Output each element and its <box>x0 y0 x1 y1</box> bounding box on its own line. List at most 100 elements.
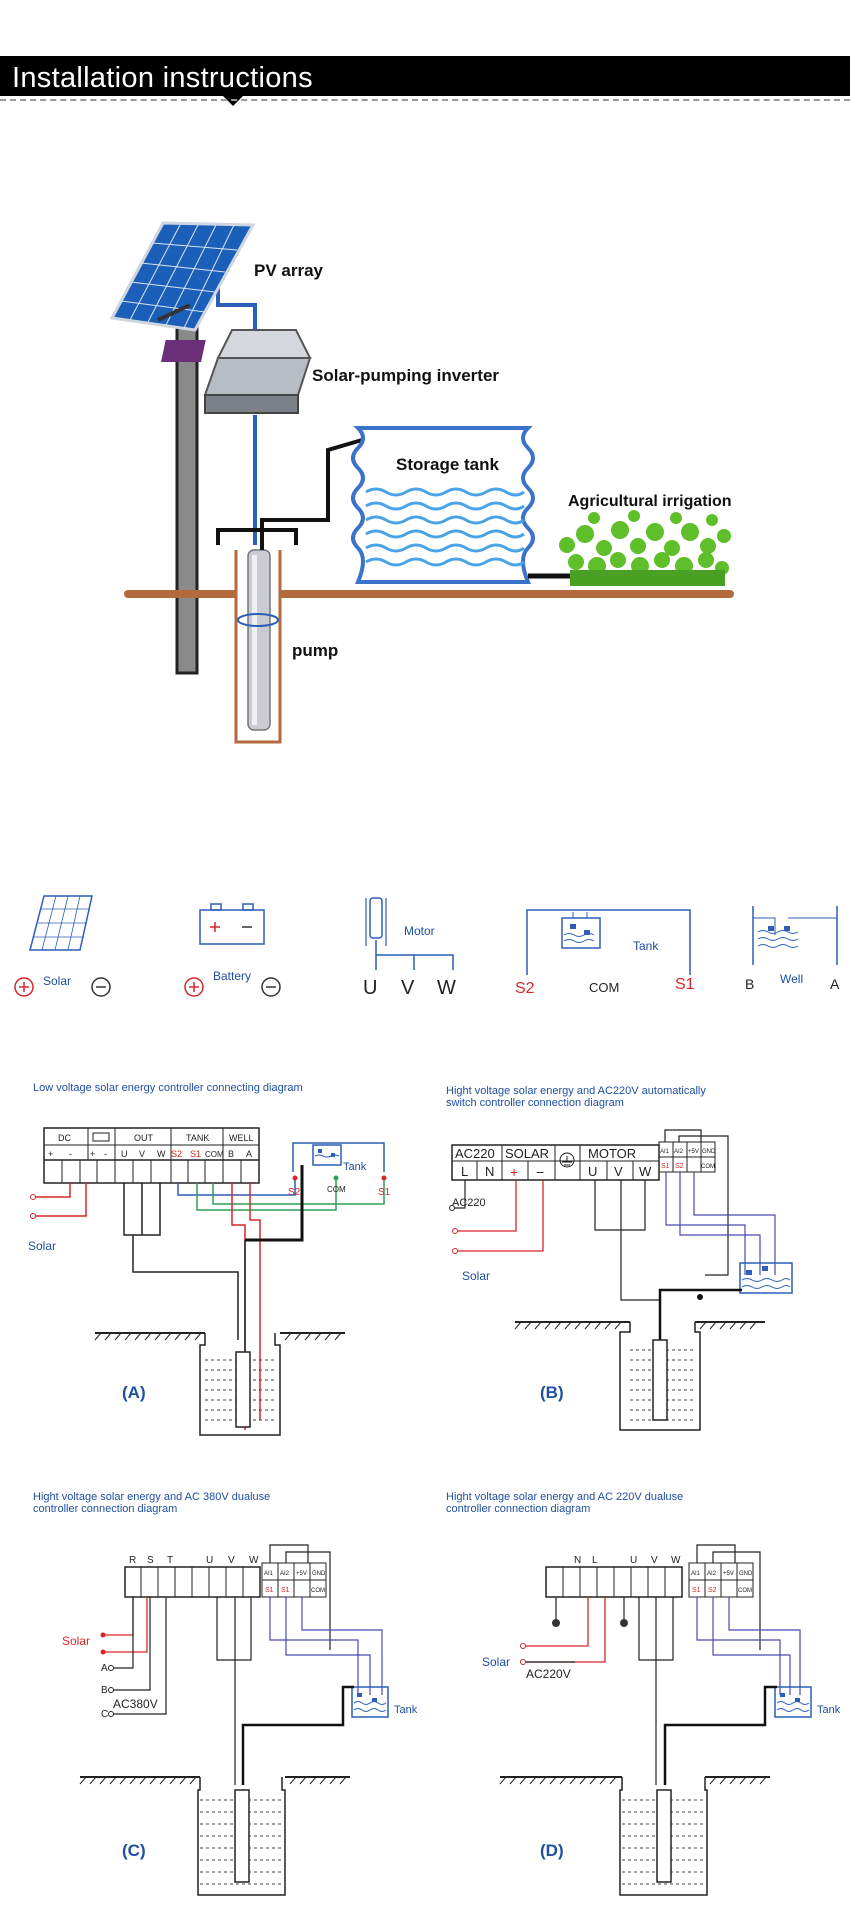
diagram-c-term-w: W <box>249 1555 259 1566</box>
page-title: Installation instructions <box>12 62 313 94</box>
diagram-b-term-plus: + <box>510 1164 518 1180</box>
diagram-c-term-s: S <box>147 1555 154 1566</box>
diagram-a-s2: S2 <box>288 1187 301 1198</box>
diagram-a-term-2: - <box>69 1149 72 1159</box>
diagram-b-group-ac220: AC220 <box>455 1146 495 1161</box>
diagram-b-term-w: W <box>639 1164 652 1179</box>
legend-well-label: Well <box>780 972 803 986</box>
diagram-b-terminal-block: AC220 SOLAR MOTOR L N + − U V W AI1 AI2 … <box>451 1141 716 1181</box>
solar-panel <box>109 221 256 332</box>
diagram-a-title: Low voltage solar energy controller conn… <box>33 1082 303 1094</box>
legend-b: B <box>745 976 754 992</box>
diagram-a-well <box>94 1332 345 1436</box>
diagram-c-tank: Tank <box>351 1686 418 1718</box>
solar-plus-icon <box>14 977 34 997</box>
diagram-c-term-r: R <box>129 1555 136 1566</box>
diagram-a-term-3: + <box>90 1149 95 1159</box>
diagram-c-phase-b: B <box>101 1685 108 1696</box>
diagram-d-title-2: controller connection diagram <box>446 1503 590 1515</box>
legend-solar: Solar <box>14 895 111 997</box>
installation-scene: PV array Solar-pumping inverter Storage … <box>109 221 734 744</box>
diagram-a: Low voltage solar energy controller conn… <box>28 1082 391 1436</box>
diagram-d-sensor-s1: S1 <box>692 1587 701 1594</box>
pump-body <box>237 549 279 731</box>
legend-tank: Tank S2 COM S1 <box>515 909 695 997</box>
diagram-c-sensor-ai2: AI2 <box>280 1571 290 1577</box>
diagram-c-title-1: Hight voltage solar energy and AC 380V d… <box>33 1491 270 1503</box>
diagram-c-letter: (C) <box>122 1841 146 1860</box>
diagram-c-sensor-gnd: GND <box>312 1571 326 1577</box>
diagram-c-sensor-wires <box>269 1597 383 1695</box>
legend-battery: Battery <box>184 903 281 997</box>
diagram-d-sensor-ai1: AI1 <box>691 1571 701 1577</box>
terminal-legend: Solar Battery Motor U V W Tank S2 COM S1 <box>14 895 840 999</box>
discharge-pipe <box>260 438 363 550</box>
legend-a: A <box>830 976 840 992</box>
diagram-c-sensor-com: COM <box>311 1588 325 1594</box>
pv-array-label: PV array <box>254 261 324 280</box>
battery-plus-icon <box>184 977 204 997</box>
diagram-b-sensor-wires <box>665 1172 776 1275</box>
header-divider <box>0 99 850 101</box>
diagram-c-term-t: T <box>167 1555 173 1566</box>
diagram-b-sensor-top <box>664 1129 729 1276</box>
diagram-d-term-u: U <box>630 1555 637 1566</box>
legend-tank-label: Tank <box>633 939 659 953</box>
diagram-a-letter: (A) <box>122 1383 146 1402</box>
diagram-a-tank-label: Tank <box>343 1161 367 1173</box>
legend-v: V <box>401 977 415 999</box>
diagram-c-motor-wires <box>216 1597 252 1785</box>
well-head <box>216 528 298 545</box>
storage-tank-label: Storage tank <box>396 455 500 474</box>
diagram-a-term-1: + <box>48 1149 53 1159</box>
legend-solar-label: Solar <box>43 974 71 988</box>
diagram-b-well <box>514 1321 765 1431</box>
diagram-b-sensor-ai2: AI2 <box>674 1149 684 1155</box>
diagram-b-group-motor: MOTOR <box>588 1146 636 1161</box>
diagram-d-title-1: Hight voltage solar energy and AC 220V d… <box>446 1491 683 1503</box>
diagram-a-term-s1: S1 <box>190 1149 201 1159</box>
diagram-c-sensor-ai1: AI1 <box>264 1571 274 1577</box>
diagram-a-tank-wire-s2 <box>177 1178 296 1196</box>
header-bar <box>0 56 850 96</box>
diagram-b-sensor-s2: S2 <box>675 1163 684 1170</box>
diagram-c-terminal-block: R S T U V W AI1 AI2 +5V GND S1 S1 COM <box>124 1555 327 1598</box>
diagram-b-sensor-com: COM <box>701 1164 715 1170</box>
diagram-d-term-n: N <box>574 1555 581 1566</box>
legend-w: W <box>437 977 456 999</box>
legend-com: COM <box>589 980 619 995</box>
diagram-c-sensor-top <box>269 1544 331 1650</box>
diagram-a-solar-wire-pos <box>33 1183 71 1198</box>
diagram-c-ac-label: AC380V <box>113 1697 158 1711</box>
diagram-d-ground-icon-1 <box>552 1619 560 1627</box>
diagram-a-term-com: COM <box>205 1150 224 1159</box>
diagram-d-ground-leads <box>555 1597 625 1620</box>
diagram-d-sensor-gnd: GND <box>739 1571 753 1577</box>
diagram-b-term-minus: − <box>536 1164 544 1180</box>
diagram-a-term-w: W <box>157 1149 166 1159</box>
legend-u: U <box>363 977 377 999</box>
diagram-b-title-1: Hight voltage solar energy and AC220V au… <box>446 1085 706 1097</box>
diagram-a-term-v: V <box>139 1149 145 1159</box>
header-notch <box>223 96 243 106</box>
irrigation-label: Agricultural irrigation <box>568 493 732 510</box>
diagram-a-tank-wire-s1 <box>212 1178 385 1205</box>
diagram-c-sensor-s1a: S1 <box>265 1587 274 1594</box>
diagram-c-sensor-s1b: S1 <box>281 1587 290 1594</box>
diagram-b-ac-label: AC220 <box>452 1197 486 1209</box>
diagram-b-motor-wires <box>594 1180 661 1340</box>
diagram-d-ac-label: AC220V <box>526 1667 571 1681</box>
diagram-b-tank <box>739 1262 793 1294</box>
diagram-c-sensor-5v: +5V <box>296 1571 307 1577</box>
pump-label: pump <box>292 641 338 660</box>
diagram-a-battery-icon <box>92 1132 110 1142</box>
diagram-d-sensor-ai2: AI2 <box>707 1571 717 1577</box>
diagram-a-group-tank: TANK <box>186 1133 209 1143</box>
legend-battery-label: Battery <box>213 969 251 983</box>
diagram-a-tank: Tank S2 COM S1 <box>288 1142 391 1198</box>
diagram-a-s1: S1 <box>378 1187 391 1198</box>
inverter-label: Solar-pumping inverter <box>312 366 499 385</box>
legend-s2: S2 <box>515 980 535 997</box>
diagram-a-term-4: - <box>104 1149 107 1159</box>
diagram-c-solar-label: Solar <box>62 1634 90 1648</box>
